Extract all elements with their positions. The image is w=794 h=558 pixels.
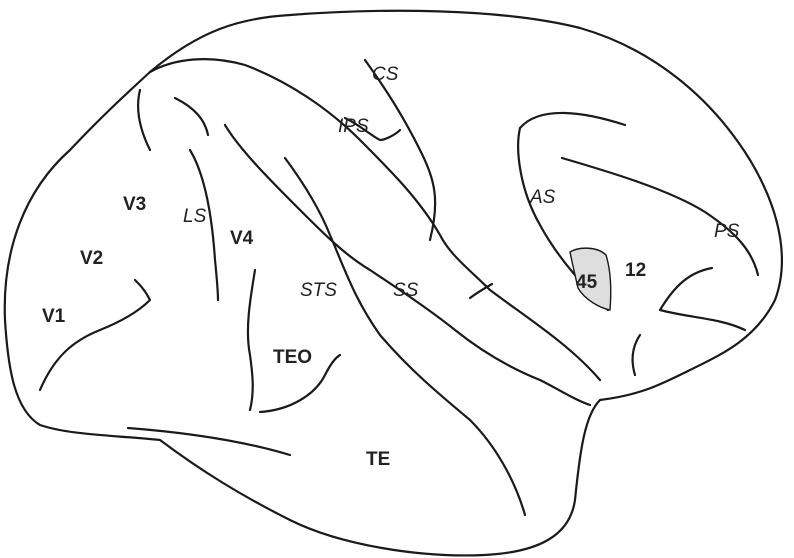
label-area-45: 45 bbox=[576, 272, 598, 293]
label-ips: IPS bbox=[338, 116, 369, 137]
label-ls: LS bbox=[183, 206, 207, 227]
central-sulcus bbox=[363, 58, 437, 242]
area-45-patch bbox=[569, 247, 612, 311]
frontal-contour bbox=[517, 111, 760, 377]
label-te: TE bbox=[366, 449, 390, 470]
intraparietal-sulcus bbox=[343, 116, 402, 142]
superior-temporal-sulcus bbox=[283, 156, 527, 517]
occipital-contour bbox=[38, 278, 152, 392]
label-area-12: 12 bbox=[625, 260, 646, 281]
brain-outline bbox=[3, 9, 783, 557]
label-v3: V3 bbox=[123, 194, 146, 215]
label-teo: TEO bbox=[273, 347, 312, 368]
sylvian-sulcus bbox=[223, 123, 592, 407]
upper-fold bbox=[136, 58, 602, 382]
lunate-sulcus bbox=[173, 96, 220, 302]
label-sts: STS bbox=[300, 280, 337, 301]
label-as: AS bbox=[529, 187, 556, 208]
label-v1: V1 bbox=[42, 306, 66, 327]
label-cs: CS bbox=[372, 64, 399, 85]
label-ps: PS bbox=[714, 221, 740, 242]
ventral-temporal-line bbox=[126, 426, 292, 457]
label-ss: SS bbox=[393, 280, 419, 301]
teo-contour bbox=[258, 353, 342, 414]
v4-contour bbox=[246, 268, 257, 412]
arcuate-sulcus bbox=[468, 282, 494, 300]
label-v2: V2 bbox=[80, 248, 103, 269]
label-v4: V4 bbox=[230, 228, 254, 249]
